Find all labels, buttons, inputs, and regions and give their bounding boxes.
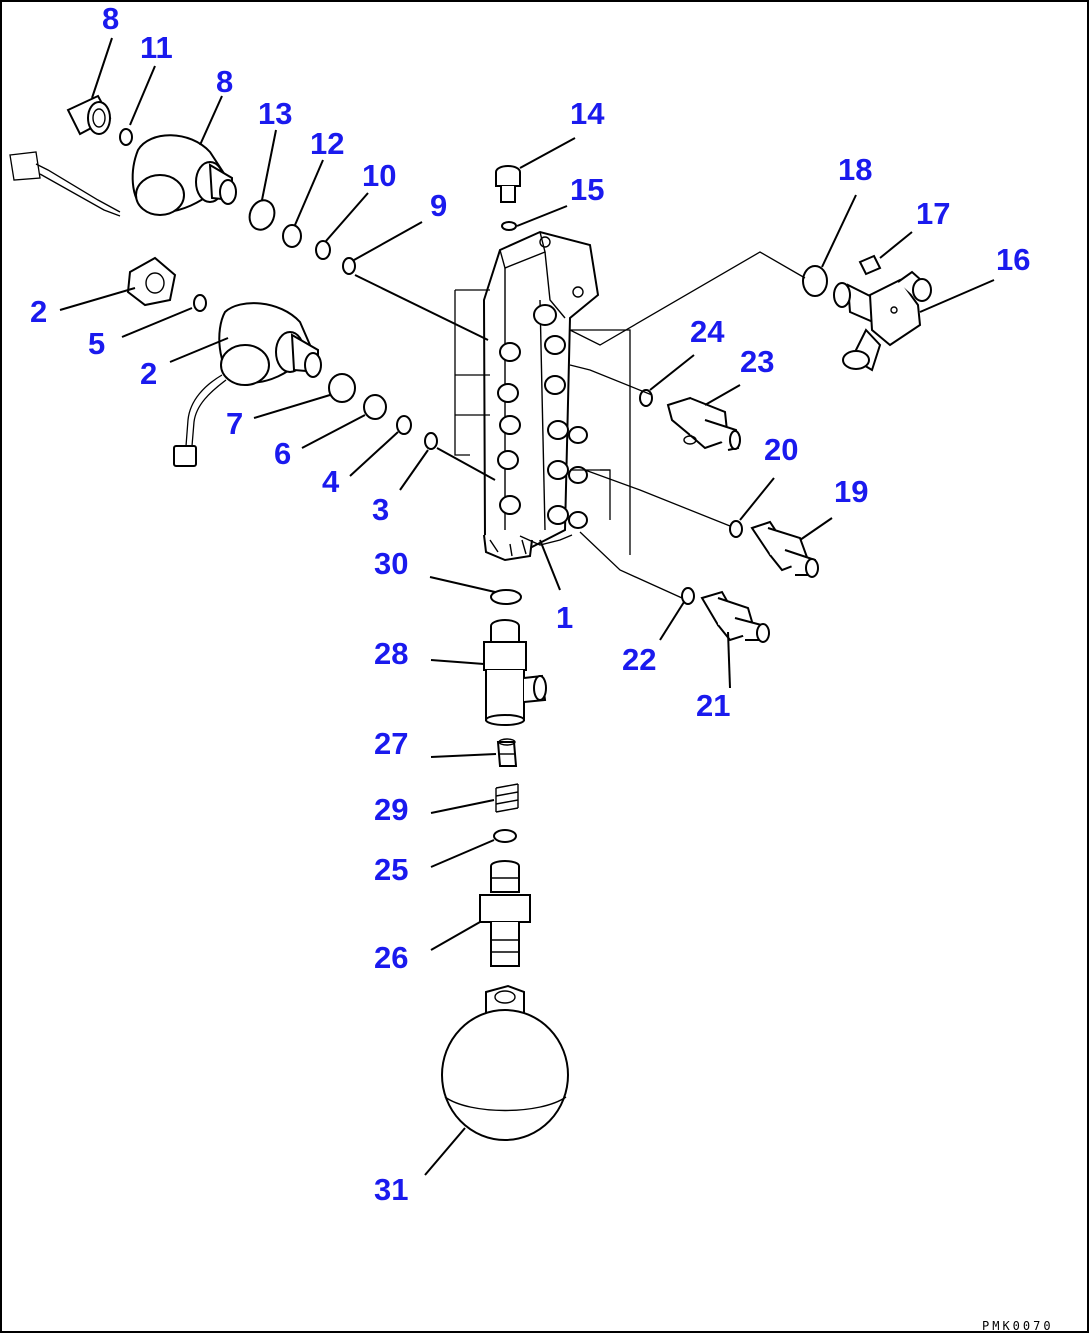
callout-27: 27 <box>374 726 408 761</box>
callout-1: 1 <box>556 600 573 635</box>
callout-16: 16 <box>996 242 1030 277</box>
nut-2-drawing <box>126 256 177 307</box>
callout-14: 14 <box>570 96 605 131</box>
oring-30-drawing <box>490 589 522 605</box>
spring-29-drawing <box>495 783 519 813</box>
guide-boxes <box>454 289 631 555</box>
oring-15-drawing <box>501 221 517 231</box>
callout-26: 26 <box>374 940 408 975</box>
oring-6-drawing <box>363 394 387 420</box>
sensor-21-drawing <box>700 590 770 643</box>
oring-11-drawing <box>119 128 133 146</box>
solenoid-8-drawing <box>9 134 237 217</box>
plug-17-drawing <box>858 254 882 276</box>
oring-5-drawing <box>193 294 207 312</box>
oring-10-drawing <box>315 240 331 260</box>
callout-8b: 8 <box>216 64 233 99</box>
callout-30: 30 <box>374 546 408 581</box>
callout-31: 31 <box>374 1172 408 1207</box>
callout-8a: 8 <box>102 1 119 36</box>
callout-22: 22 <box>622 642 656 677</box>
callout-2b: 2 <box>140 356 157 391</box>
bolt-14-drawing <box>495 165 521 203</box>
callout-29: 29 <box>374 792 408 827</box>
callout-labels: 8 11 8 13 12 10 9 14 15 18 17 16 2 5 2 7… <box>30 1 1030 1207</box>
callout-3: 3 <box>372 492 389 527</box>
oring-13-drawing <box>248 199 276 231</box>
solenoid-2-drawing <box>173 302 322 467</box>
drawing-code: PMK0070 <box>982 1319 1054 1333</box>
callout-13: 13 <box>258 96 292 131</box>
oring-22-drawing <box>681 587 695 605</box>
callout-10: 10 <box>362 158 396 193</box>
callout-28: 28 <box>374 636 408 671</box>
oring-25-drawing <box>493 829 517 843</box>
oring-9-drawing <box>342 257 356 275</box>
callout-11: 11 <box>140 30 173 65</box>
oring-4-drawing <box>396 415 412 435</box>
callout-5: 5 <box>88 326 105 361</box>
valve-27-drawing <box>496 738 518 767</box>
callout-18: 18 <box>838 152 872 187</box>
callout-21: 21 <box>696 688 730 723</box>
callout-24: 24 <box>690 314 725 349</box>
callout-4: 4 <box>322 464 340 499</box>
callout-12: 12 <box>310 126 344 161</box>
callout-19: 19 <box>834 474 868 509</box>
valve-block-1-drawing <box>482 230 600 562</box>
part-drawings <box>9 94 932 1141</box>
leader-lines <box>59 37 995 1176</box>
fitting-26-drawing <box>479 860 531 967</box>
sensor-23-drawing <box>666 396 741 451</box>
callout-7: 7 <box>226 406 243 441</box>
connection-lines <box>569 251 806 599</box>
fitting-28-drawing <box>483 619 547 726</box>
callout-9: 9 <box>430 188 447 223</box>
callout-15: 15 <box>570 172 604 207</box>
oring-20-drawing <box>729 520 743 538</box>
callout-23: 23 <box>740 344 774 379</box>
oring-3-drawing <box>424 432 438 450</box>
tee-16-drawing <box>833 270 932 372</box>
callout-20: 20 <box>764 432 798 467</box>
callout-2a: 2 <box>30 294 47 329</box>
oring-18-drawing <box>802 265 828 297</box>
accumulator-31-drawing <box>441 984 569 1141</box>
oring-7-drawing <box>328 373 356 403</box>
callout-17: 17 <box>916 196 950 231</box>
callout-25: 25 <box>374 852 408 887</box>
oring-12-drawing <box>282 224 302 248</box>
callout-6: 6 <box>274 436 291 471</box>
nut-8-drawing <box>66 94 112 136</box>
sensor-19-drawing <box>750 520 819 578</box>
